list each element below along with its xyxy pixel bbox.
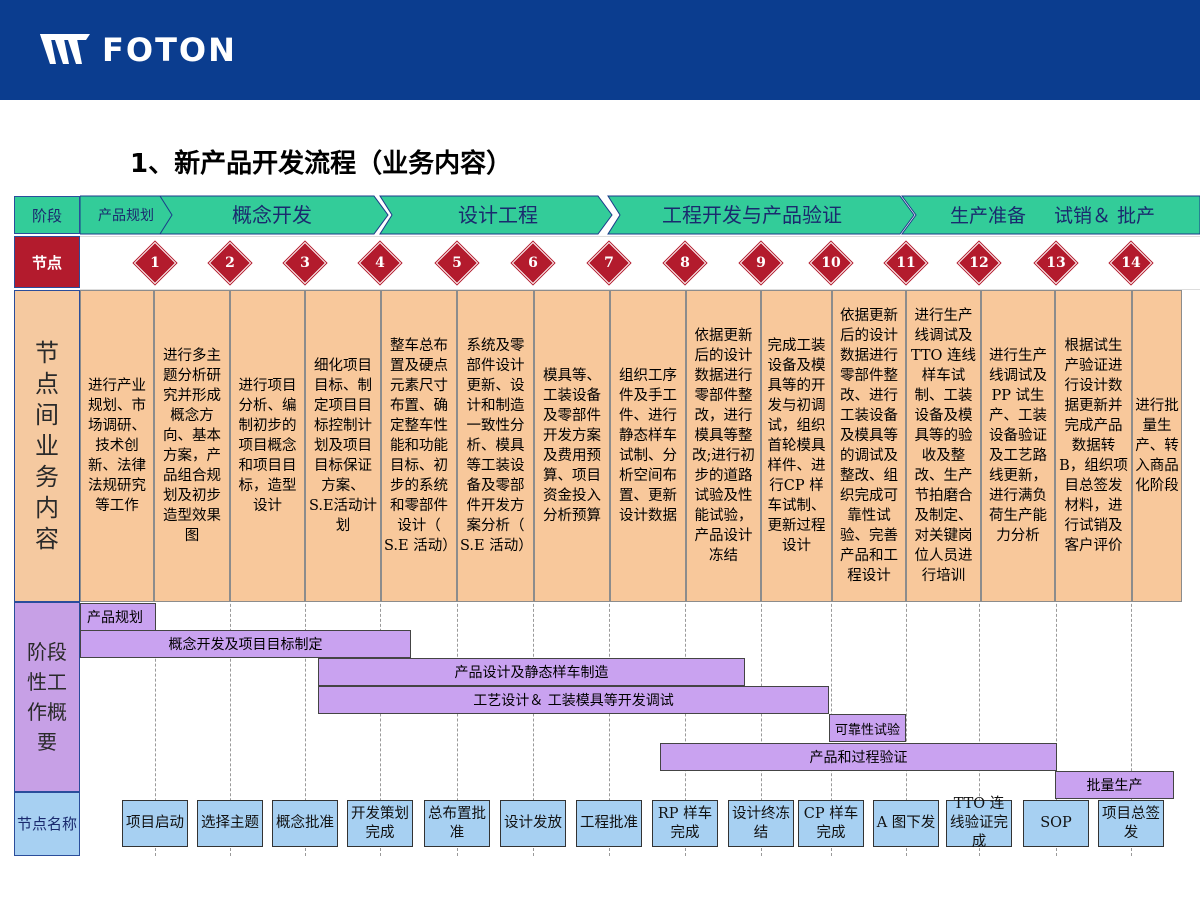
node-name-box: 开发策划完成 xyxy=(347,800,413,847)
node-name-box: 总布置批准 xyxy=(424,800,490,847)
stage-chevron xyxy=(379,195,613,235)
node-number: 11 xyxy=(896,255,916,271)
node-number: 6 xyxy=(528,255,538,271)
node-name-box: TTO 连线验证完成 xyxy=(946,796,1012,850)
node-number: 3 xyxy=(300,255,310,271)
page-title: 1、新产品开发流程（业务内容） xyxy=(130,149,513,179)
stage-chevron xyxy=(607,195,915,235)
node-name-box: 选择主题 xyxy=(197,800,263,847)
row-label-summary: 阶段性工作概要 xyxy=(14,602,80,792)
row-label-node-name: 节点名称 xyxy=(14,792,80,856)
stage-label-text: 工程开发与产品验证 xyxy=(662,203,842,227)
node-number: 5 xyxy=(452,255,462,271)
node-row xyxy=(80,236,1200,290)
stage-label-text: 设计工程 xyxy=(458,203,538,227)
node-number: 4 xyxy=(375,255,385,271)
node-name-box: 项目启动 xyxy=(122,800,188,847)
node-name-box: A 图下发 xyxy=(873,800,939,847)
summary-bar: 批量生产 xyxy=(1055,771,1174,799)
node-name-box: 项目总签发 xyxy=(1098,800,1164,847)
node-number: 14 xyxy=(1121,255,1141,271)
content-cell: 依据更新后的设计数据进行零部件整改，进行模具等整改;进行初步的道路试验及性能试验… xyxy=(686,290,761,602)
summary-bar: 工艺设计＆ 工装模具等开发调试 xyxy=(318,686,829,714)
content-cell: 组织工序件及手工件、进行静态样车试制、分析空间布置、更新设计数据 xyxy=(610,290,686,602)
stage-chevron-row: 产品规划 概念开发 设计工程 工程开发与产品验证 生产准备 试销＆ 批产 xyxy=(80,195,1200,235)
node-number: 7 xyxy=(604,255,614,271)
node-name-box: 概念批准 xyxy=(272,800,338,847)
node-number: 8 xyxy=(680,255,690,271)
node-name-box: 设计发放 xyxy=(500,800,566,847)
stage-label-text: 概念开发 xyxy=(232,203,312,227)
node-name-box: 工程批准 xyxy=(576,800,642,847)
node-name-box: SOP xyxy=(1023,800,1089,847)
node-number: 1 xyxy=(150,255,160,271)
node-name-box: CP 样车完成 xyxy=(798,800,864,847)
content-cell: 进行多主题分析研究并形成概念方向、基本方案，产品组合规划及初步造型效果图 xyxy=(154,290,230,602)
foton-logo-icon xyxy=(40,30,90,70)
content-cell: 模具等、工装设备及零部件开发方案及费用预算、项目资金投入分析预算 xyxy=(534,290,610,602)
brand-logo-text: FOTON xyxy=(102,31,237,69)
row-label-node: 节点 xyxy=(14,236,80,288)
content-cell: 根据试生产验证进行设计数据更新并完成产品数据转 B，组织项目总签发材料，进行试销… xyxy=(1055,290,1132,602)
summary-bar: 产品规划 xyxy=(80,603,156,631)
content-cell: 进行产业规划、市场调研、技术创新、法律法规研究等工作 xyxy=(80,290,154,602)
summary-bar: 概念开发及项目目标制定 xyxy=(80,630,411,658)
node-number: 10 xyxy=(821,255,841,271)
content-cell: 依据更新后的设计数据进行零部件整改、进行工装设备及模具等的调试及整改、组织完成可… xyxy=(832,290,906,602)
content-cell: 完成工装设备及模具等的开发与初调试，组织首轮模具样件、进行CP 样车试制、更新过… xyxy=(761,290,832,602)
summary-bar: 产品设计及静态样车制造 xyxy=(318,658,745,686)
content-cell: 进行生产线调试及 PP 试生产、工装设备验证及工艺路线更新，进行满负荷生产能力分… xyxy=(981,290,1055,602)
node-name-box: 设计终冻结 xyxy=(728,800,794,847)
stage-chevron xyxy=(159,195,389,235)
stage-chevron xyxy=(901,195,1200,235)
content-cell: 进行生产线调试及TTO 连线样车试制、工装设备及模具等的验收及整改、生产节拍磨合… xyxy=(906,290,981,602)
stage-label-text: 生产准备 xyxy=(950,205,1026,227)
summary-bar: 产品和过程验证 xyxy=(660,743,1057,771)
node-number: 9 xyxy=(756,255,766,271)
content-cell: 进行项目分析、编制初步的项目概念和项目目标，造型设计 xyxy=(230,290,305,602)
content-cell: 系统及零部件设计更新、设计和制造一致性分析、模具等工装设备及零部件开发方案分析（… xyxy=(457,290,534,602)
stage-label-text: 产品规划 xyxy=(98,208,154,224)
row-label-stage: 阶段 xyxy=(14,196,80,234)
node-number: 2 xyxy=(225,255,235,271)
content-cell: 细化项目目标、制定项目目标控制计划及项目目标保证方案、 S.E活动计划 xyxy=(305,290,381,602)
summary-bar: 可靠性试验 xyxy=(829,714,906,742)
row-label-content: 节点间业务内容 xyxy=(14,290,80,602)
node-number: 13 xyxy=(1046,255,1066,271)
content-cell: 进行批量生产、转入商品化阶段 xyxy=(1132,290,1182,602)
node-number: 12 xyxy=(969,255,989,271)
node-name-box: RP 样车完成 xyxy=(652,800,718,847)
content-cell: 整车总布置及硬点元素尺寸布置、确定整车性能和功能目标、初步的系统和零部件设计（ … xyxy=(381,290,457,602)
stage-label-text: 试销＆ 批产 xyxy=(1054,205,1155,227)
header-bar xyxy=(0,0,1200,100)
